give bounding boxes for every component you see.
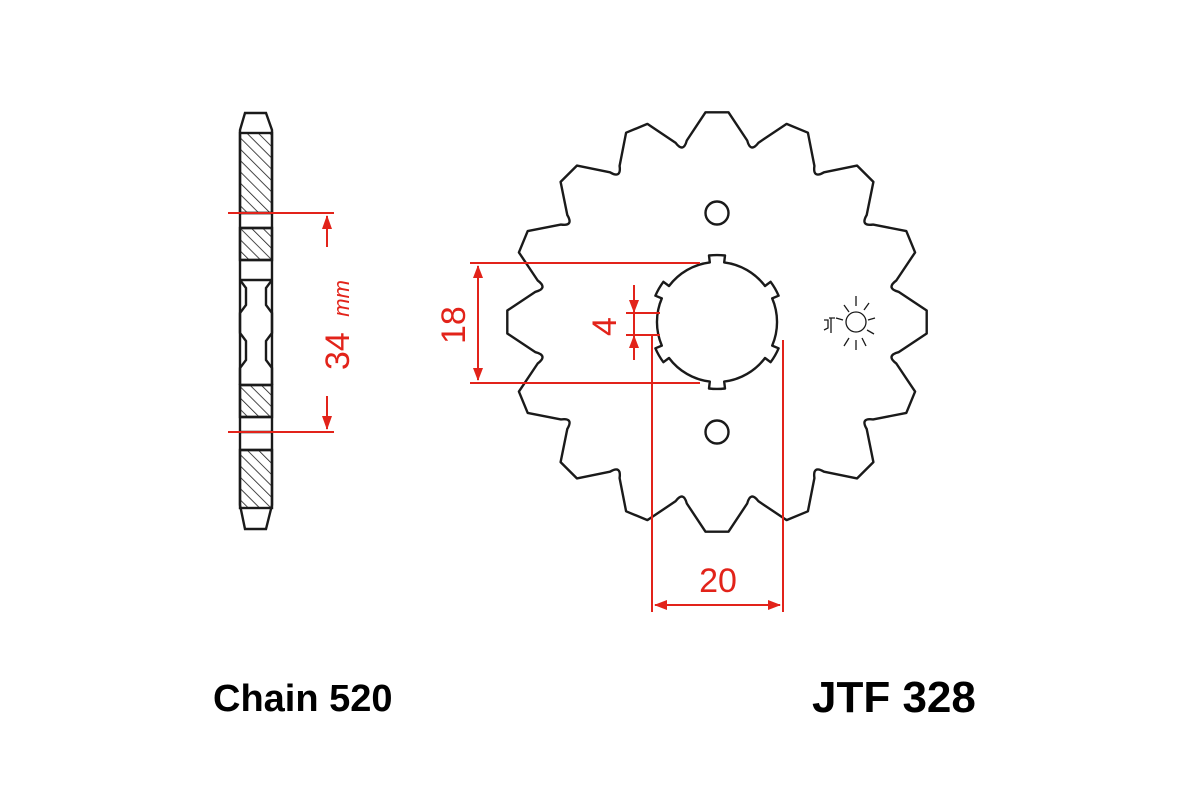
side-hub-steps	[238, 279, 274, 385]
side-view	[238, 111, 274, 531]
front-view	[506, 111, 928, 533]
side-hatch-upper	[238, 226, 274, 262]
side-hatch-lower	[238, 383, 274, 419]
jt-sprocket-logo-icon	[823, 296, 876, 350]
mounting-hole-top	[704, 200, 730, 226]
mounting-hole-bottom	[704, 419, 730, 445]
bore-dimension-label: 20	[699, 562, 737, 600]
splined-bore	[654, 253, 780, 391]
hub-outer-dimension-label: 18	[435, 306, 473, 344]
width-unit: mm	[329, 280, 354, 317]
side-hatch-top	[238, 131, 274, 215]
width-value: 34	[319, 332, 357, 370]
part-number: JTF 328	[812, 673, 976, 722]
side-hatch-bottom	[238, 448, 274, 510]
width-dimension	[228, 212, 334, 433]
width-dimension-label: 34 mm	[319, 280, 357, 370]
spline-depth-dimension-label: 4	[586, 317, 624, 336]
chain-size-label: Chain 520	[213, 678, 393, 720]
front-dimensions	[470, 262, 784, 612]
